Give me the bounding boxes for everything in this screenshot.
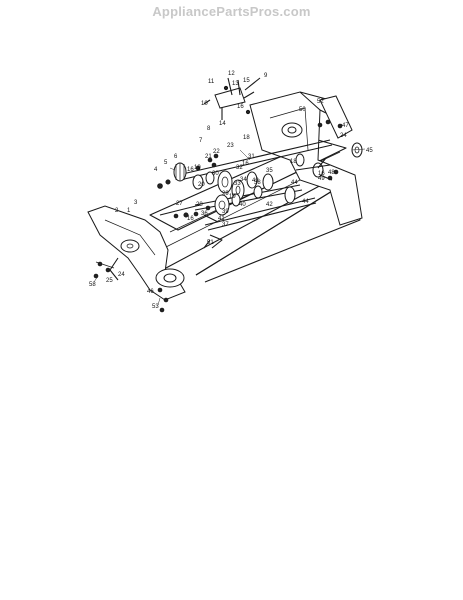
callout-label: 48: [328, 170, 335, 176]
callout-label: 19: [194, 165, 201, 171]
callout-label: 45: [366, 148, 373, 154]
callout-label: 16: [237, 104, 244, 110]
callout-label: 24: [118, 272, 125, 278]
pulleys: [173, 153, 324, 216]
callout-label: 42: [266, 202, 273, 208]
callout-label: 40: [239, 202, 246, 208]
callout-label: 22: [213, 149, 220, 155]
callout-label: 13: [232, 81, 239, 87]
callout-label: 41: [218, 216, 225, 222]
callout-label: 30: [212, 171, 219, 177]
callout-label: 35: [266, 168, 273, 174]
site-watermark: AppliancePartsPros.com: [152, 4, 311, 19]
callout-label: 32: [236, 165, 243, 171]
callout-label: 16: [187, 216, 194, 222]
callout-label: 15: [243, 78, 250, 84]
callout-label: 51: [207, 240, 214, 246]
callout-label: 38: [254, 180, 261, 186]
callout-label: 3: [134, 200, 138, 206]
shafts: [159, 139, 333, 249]
callout-label: 49: [318, 176, 325, 182]
callout-label: 12: [228, 71, 235, 77]
callout-label: 11: [208, 79, 215, 85]
callout-label: 14: [219, 121, 226, 127]
callout-label: 8: [207, 126, 211, 132]
callout-label: 16: [187, 167, 194, 173]
callout-labels: 1 2 3 4 5 6 7 8 9 10 11 12 13 14 15 16 1…: [89, 71, 373, 310]
callout-label: 16: [242, 161, 249, 167]
callout-label: 25: [106, 278, 113, 284]
callout-label: 37: [222, 222, 229, 228]
callout-label: 31: [248, 154, 255, 160]
callout-label: 28: [196, 202, 203, 208]
callout-label: 9: [264, 73, 268, 79]
callout-label: 44: [302, 199, 309, 205]
callout-label: 43: [252, 178, 259, 184]
callout-label: 36: [201, 211, 208, 217]
callout-label: 46: [147, 289, 154, 295]
callout-label: 24: [340, 133, 347, 139]
callout-label: 10: [201, 101, 208, 107]
frame-rails: [149, 139, 361, 283]
callout-label: 19: [229, 194, 236, 200]
callout-label: 58: [89, 282, 96, 288]
leader-lines: [93, 123, 366, 306]
callout-label: 18: [290, 159, 297, 165]
callout-label: 53: [152, 304, 159, 310]
callout-label: 5: [164, 160, 168, 166]
callout-label: 18: [243, 135, 250, 141]
callout-label: 50: [299, 107, 306, 113]
callout-label: 7: [199, 138, 203, 144]
hardware: [93, 85, 343, 313]
callout-label: 1: [127, 208, 131, 214]
callout-label: 16: [318, 171, 325, 177]
callout-label: 27: [176, 201, 183, 207]
callout-label: 4: [154, 167, 158, 173]
top-bracket-assembly: [203, 77, 261, 120]
callout-label: 47: [342, 123, 349, 129]
callout-label: 52: [317, 99, 324, 105]
callout-label: 29: [222, 191, 229, 197]
callout-label: 44: [291, 180, 298, 186]
callout-label: 39: [222, 209, 229, 215]
callout-label: 6: [174, 154, 178, 160]
callout-label: 20: [198, 182, 205, 188]
callout-label: 2: [115, 208, 119, 214]
callout-label: 23: [227, 143, 234, 149]
callout-label: 34: [240, 177, 247, 183]
callout-label: 33: [234, 181, 241, 187]
left-side-plate: [87, 205, 186, 301]
callout-label: 21: [205, 154, 212, 160]
right-side-plate: [249, 91, 363, 226]
